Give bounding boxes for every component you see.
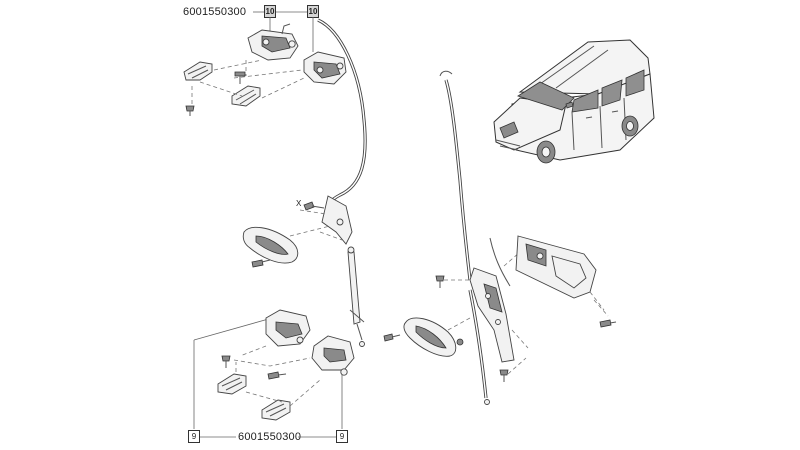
top-bracket-upper	[183, 61, 213, 81]
bottom-group-dashed-guides	[233, 345, 321, 407]
x-mark: X	[296, 199, 302, 208]
bottom-bracket-lower	[261, 399, 291, 421]
bottom-lock-left	[265, 309, 311, 347]
left-cable-bracket	[299, 195, 353, 245]
bottom-lock-right	[311, 335, 355, 376]
left-inner-door-handle	[242, 225, 331, 268]
bottom-bracket-upper	[217, 373, 247, 395]
top-lock-left	[247, 23, 299, 61]
top-callout-right: 10	[307, 5, 319, 18]
right-outer-door-handle	[515, 235, 617, 328]
right-latch-bracket	[469, 237, 529, 363]
top-screws	[185, 71, 246, 116]
top-lock-right	[303, 51, 347, 85]
bottom-callout-left: 9	[188, 430, 200, 443]
bottom-callout-leaders	[193, 317, 343, 438]
right-long-cable	[439, 70, 472, 281]
top-part-number: 6001550300	[183, 6, 247, 18]
top-bracket-lower	[231, 85, 261, 107]
bottom-part-number: 6001550300	[238, 431, 302, 443]
right-small-screws	[435, 275, 527, 382]
left-long-cable	[317, 18, 367, 215]
bottom-screws	[221, 355, 287, 380]
right-inner-door-handle	[383, 317, 471, 357]
bottom-callout-right: 9	[336, 430, 348, 443]
left-rod	[347, 246, 365, 347]
top-group-dashed-guides	[191, 59, 305, 104]
vehicle-illustration	[493, 39, 655, 164]
right-lower-cable	[468, 289, 490, 405]
